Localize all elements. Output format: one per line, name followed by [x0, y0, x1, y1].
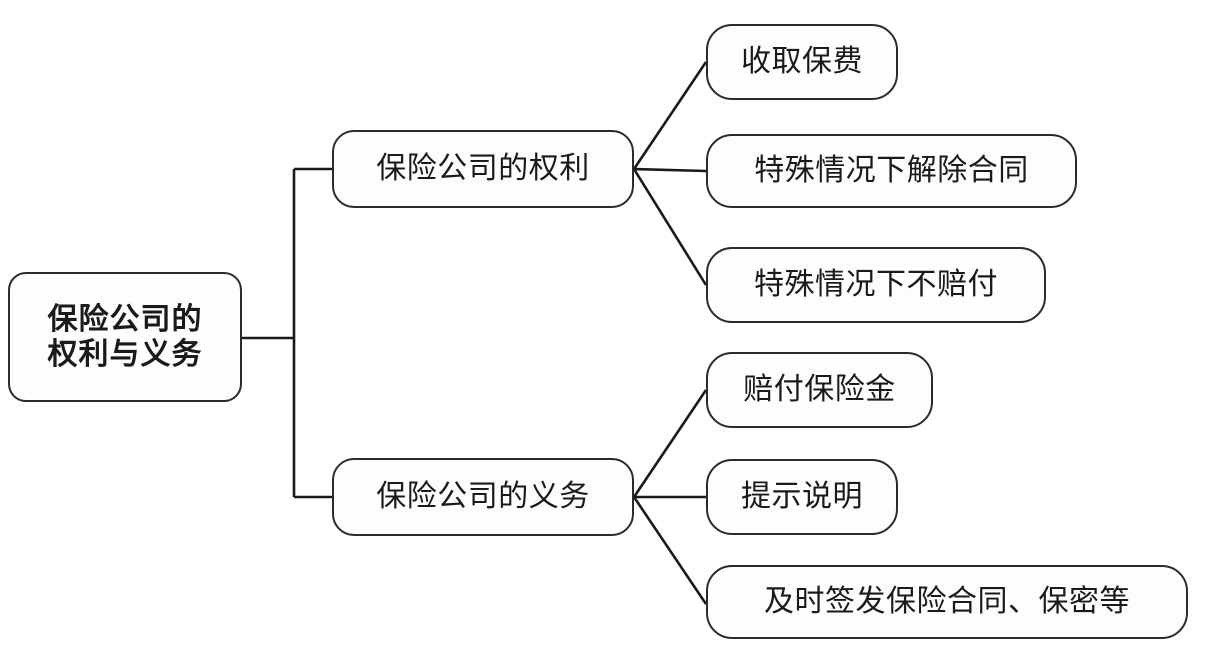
- leaf-node-no-compensation[interactable]: 特殊情况下不赔付: [706, 247, 1046, 323]
- leaf-node-issue-contract-confidentiality[interactable]: 及时签发保险合同、保密等: [706, 565, 1188, 639]
- branch-node-obligations[interactable]: 保险公司的义务: [332, 458, 634, 536]
- connector-branch1-child2: [633, 167, 707, 173]
- connector-branch1-child3: [632, 168, 708, 286]
- leaf-node-explain-terms[interactable]: 提示说明: [706, 459, 898, 535]
- connector-branch2-child1: [632, 389, 708, 498]
- connector-branch2-child3: [632, 496, 708, 605]
- leaf-node-collect-premium[interactable]: 收取保费: [706, 24, 898, 100]
- branch-node-rights[interactable]: 保险公司的权利: [332, 130, 634, 208]
- root-node[interactable]: 保险公司的 权利与义务: [8, 272, 242, 402]
- connector-branch1-child1: [632, 61, 708, 170]
- leaf-node-terminate-contract[interactable]: 特殊情况下解除合同: [706, 134, 1077, 208]
- leaf-node-pay-benefits[interactable]: 赔付保险金: [706, 352, 933, 428]
